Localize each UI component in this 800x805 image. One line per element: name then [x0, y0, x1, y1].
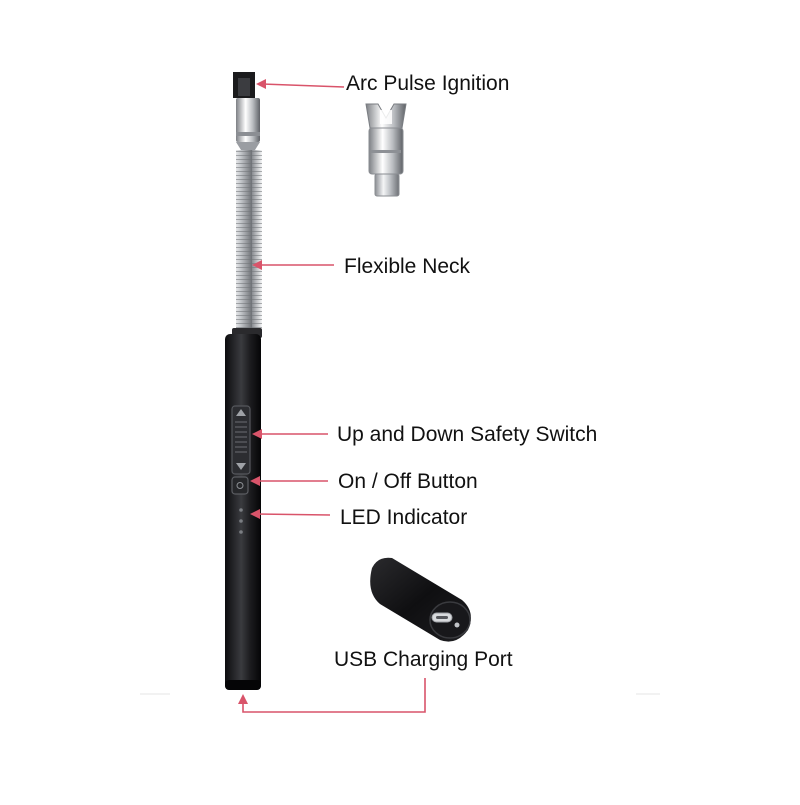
arrow-flexible-neck [252, 260, 334, 270]
flexible-neck [232, 150, 262, 338]
arc-tip-zoom [365, 103, 407, 197]
safety-switch [231, 405, 251, 475]
usb-charging-port-label: USB Charging Port [334, 648, 513, 671]
arc-pulse-ignition-label: Arc Pulse Ignition [346, 72, 510, 95]
led-indicator-label: LED Indicator [340, 506, 468, 529]
on-off-button-label: On / Off Button [338, 470, 478, 493]
arrow-led [250, 509, 331, 519]
arrow-usb [238, 678, 426, 713]
arrow-safety-switch [252, 429, 328, 439]
arrow-arc-pulse [256, 79, 345, 89]
led-dots [239, 508, 243, 534]
arc-tip [233, 72, 260, 150]
arrow-on-off [250, 476, 328, 486]
flexible-neck-label: Flexible Neck [344, 255, 471, 278]
safety-switch-label: Up and Down Safety Switch [337, 423, 598, 446]
on-off-button-shape [231, 476, 249, 495]
usb-end-zoom [370, 557, 471, 642]
